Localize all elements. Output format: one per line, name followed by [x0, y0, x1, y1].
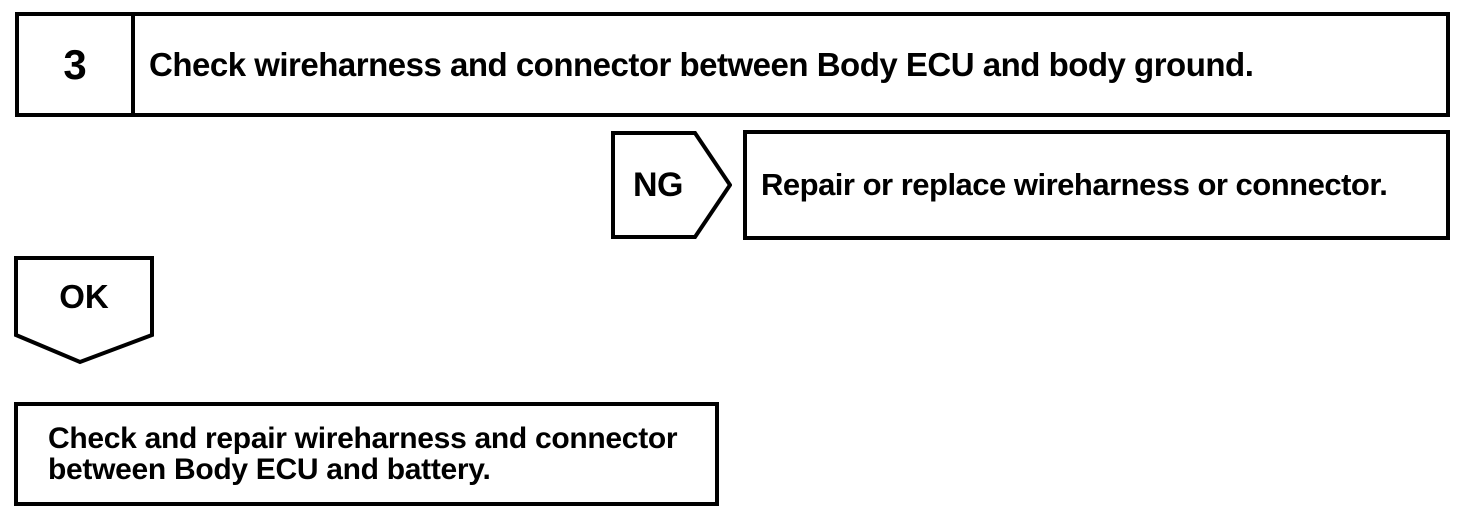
step-number: 3: [19, 16, 135, 113]
ng-action-box: Repair or replace wireharness or connect…: [743, 130, 1450, 240]
ok-arrow-icon: [14, 256, 154, 365]
ng-label: NG: [633, 165, 684, 204]
ok-action-text-line-1: Check and repair wireharness and connect…: [48, 422, 678, 455]
ok-label: OK: [59, 277, 109, 315]
ng-action-text: Repair or replace wireharness or connect…: [761, 167, 1388, 202]
ok-action-text-line-2: between Body ECU and battery.: [48, 453, 491, 486]
step-header-box: 3 Check wireharness and connector betwee…: [15, 12, 1450, 117]
ng-arrow-icon: [611, 131, 732, 239]
ng-connector: NG: [611, 131, 732, 239]
step-instruction: Check wireharness and connector between …: [149, 45, 1254, 83]
ok-action-box: Check and repair wireharness and connect…: [14, 402, 719, 506]
ok-connector: OK: [14, 256, 154, 366]
